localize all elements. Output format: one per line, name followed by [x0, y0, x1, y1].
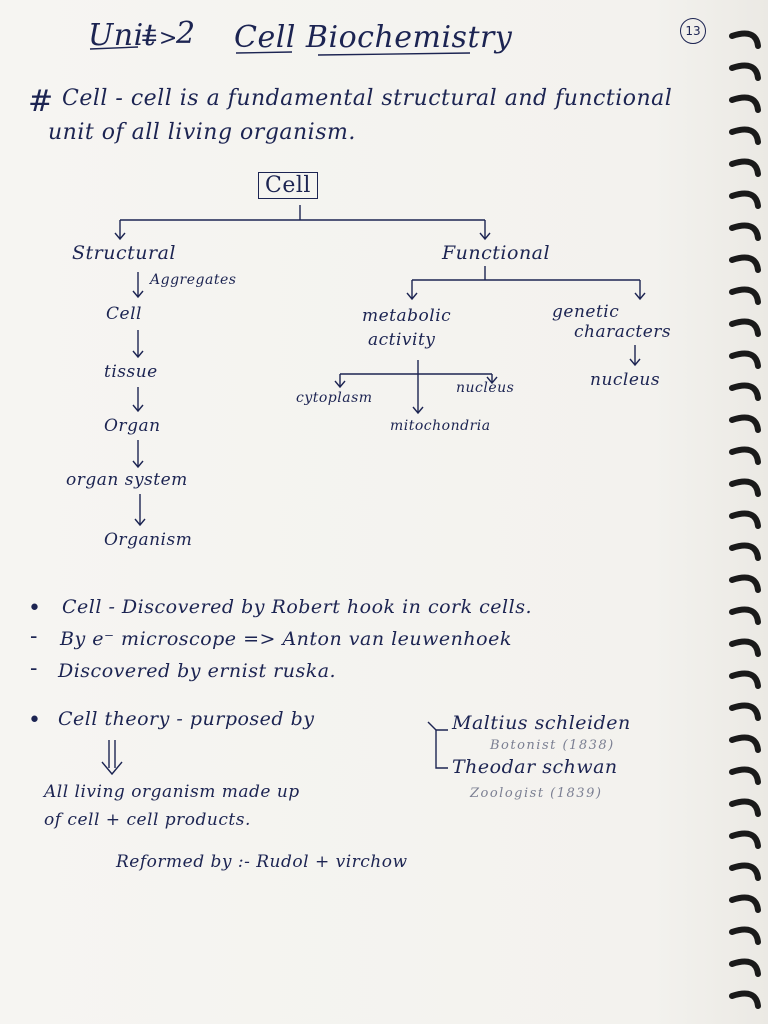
spiral-coil: [729, 574, 761, 593]
theory-result-line-2: of cell + cell products.: [44, 810, 251, 830]
spiral-coil: [729, 702, 761, 721]
page-number: 13: [680, 18, 706, 44]
spiral-coil: [729, 766, 761, 785]
spiral-coil: [729, 542, 761, 561]
spiral-coil: [729, 926, 761, 945]
metabolic-line-1: metabolic: [362, 306, 452, 326]
unit-arrow: =>: [140, 26, 178, 51]
spiral-coil: [729, 94, 761, 113]
bullet-2-text: By e⁻ microscope => Anton van leuwenhoek: [60, 628, 512, 650]
structural-item-organ-system: organ system: [66, 470, 188, 490]
spiral-coil: [729, 254, 761, 273]
metabolic-child-cytoplasm: cytoplasm: [296, 390, 373, 406]
theory-result-line-1: All living organism made up: [44, 782, 300, 802]
genetic-line-1: genetic: [552, 302, 620, 322]
theory-person-1: Maltius schleiden: [452, 712, 631, 734]
theory-person-2-note: Zoologist (1839): [470, 786, 603, 801]
structural-item-organ: Organ: [104, 416, 161, 436]
spiral-coil: [729, 734, 761, 753]
spiral-coil: [729, 158, 761, 177]
spiral-coil: [729, 510, 761, 529]
spiral-coil: [729, 894, 761, 913]
spiral-coil: [729, 30, 761, 49]
spiral-coil: [729, 62, 761, 81]
spiral-coil: [729, 446, 761, 465]
definition-line-1: Cell - cell is a fundamental structural …: [62, 86, 673, 111]
theory-person-1-note: Botonist (1838): [490, 738, 615, 753]
spiral-coil: [729, 830, 761, 849]
theory-mark: •: [28, 708, 42, 733]
tree-root-cell: Cell: [258, 172, 318, 199]
definition-line-2: unit of all living organism.: [48, 120, 356, 145]
reformed-by: Reformed by :- Rudol + virchow: [116, 852, 408, 872]
spiral-coil: [729, 990, 761, 1009]
structural-item-cell: Cell: [106, 304, 142, 324]
structural-label: Structural: [72, 242, 176, 264]
spiral-coil: [729, 798, 761, 817]
structural-item-tissue: tissue: [104, 362, 158, 382]
spiral-coil: [729, 126, 761, 145]
theory-person-2: Theodar schwan: [452, 756, 618, 778]
page-title: Cell Biochemistry: [234, 20, 513, 55]
unit-label: Unit: [88, 18, 157, 53]
functional-label: Functional: [442, 242, 551, 264]
metabolic-child-mitochondria: mitochondria: [390, 418, 491, 434]
bullet-1-mark: •: [28, 596, 42, 621]
spiral-coil: [729, 222, 761, 241]
spiral-coil: [729, 350, 761, 369]
bullet-3-mark: -: [30, 656, 38, 681]
unit-number: 2: [176, 16, 196, 51]
spiral-coil: [729, 638, 761, 657]
cell-theory-label: Cell theory - purposed by: [58, 708, 315, 730]
spiral-coil: [729, 670, 761, 689]
spiral-coil: [729, 862, 761, 881]
aggregates-note: Aggregates: [150, 272, 237, 288]
spiral-coil: [729, 382, 761, 401]
bullet-2-mark: -: [30, 624, 38, 649]
genetic-line-2: characters: [574, 322, 672, 342]
spiral-coil: [729, 478, 761, 497]
metabolic-line-2: activity: [368, 330, 436, 350]
metabolic-child-nucleus: nucleus: [456, 380, 515, 396]
spiral-coil: [729, 958, 761, 977]
structural-item-organism: Organism: [104, 530, 193, 550]
hash-mark: #: [28, 84, 54, 119]
spiral-binding: [729, 30, 761, 1009]
spiral-coil: [729, 318, 761, 337]
spiral-coil: [729, 286, 761, 305]
spiral-coil: [729, 606, 761, 625]
genetic-child-nucleus: nucleus: [590, 370, 661, 390]
spiral-coil: [729, 414, 761, 433]
bullet-3-text: Discovered by ernist ruska.: [58, 660, 337, 682]
bullet-1-text: Cell - Discovered by Robert hook in cork…: [62, 596, 532, 618]
spiral-coil: [729, 190, 761, 209]
